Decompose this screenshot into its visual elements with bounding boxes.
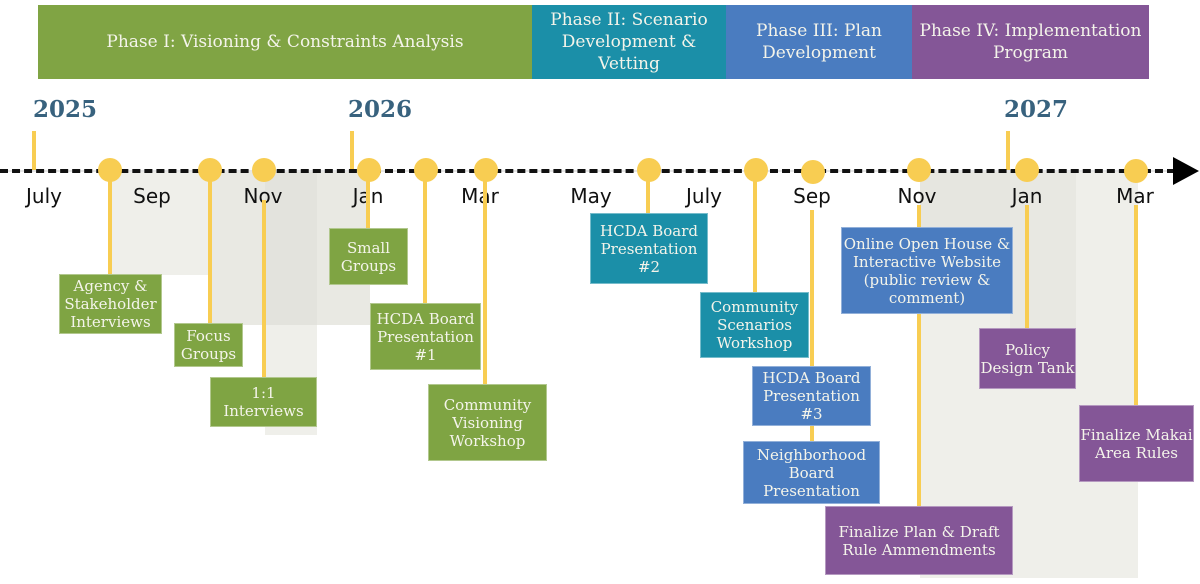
event-stem (810, 210, 814, 445)
event-stem (423, 170, 427, 305)
milestone-dot (414, 158, 438, 182)
event-stem (917, 205, 921, 510)
timeline-axis (0, 169, 1175, 173)
phase-4-label: Phase IV: Implementation Program (919, 21, 1142, 63)
event-stem (208, 170, 212, 325)
event-stem (1025, 205, 1029, 330)
month-label: Nov (897, 184, 937, 208)
event-hcda-board-presentation-2: HCDA Board Presentation #2 (590, 213, 708, 284)
event-finalize-plan-draft-rules: Finalize Plan & Draft Rule Ammendments (825, 506, 1013, 575)
event-community-visioning-workshop: Community Visioning Workshop (428, 384, 547, 461)
milestone-dot (252, 158, 276, 182)
phase-2-label: Phase II: Scenario Development & Vetting (550, 10, 708, 74)
month-label: Jan (1011, 184, 1043, 208)
milestone-dot (198, 158, 222, 182)
phase-4-bar: Phase IV: Implementation Program (912, 5, 1149, 79)
month-label: Mar (1116, 184, 1154, 208)
year-label-2025: 2025 (33, 96, 98, 123)
event-small-groups: Small Groups (329, 228, 408, 285)
event-stem (483, 170, 487, 385)
phase-3-label: Phase III: Plan Development (756, 21, 882, 63)
milestone-dot (744, 158, 768, 182)
phase-3-bar: Phase III: Plan Development (726, 5, 912, 79)
year-tick-2027 (1006, 131, 1010, 171)
month-label: Sep (793, 184, 831, 208)
event-finalize-makai-area-rules: Finalize Makai Area Rules (1079, 405, 1194, 482)
event-community-scenarios-workshop: Community Scenarios Workshop (700, 292, 809, 358)
year-tick-2026 (350, 131, 354, 171)
event-stem (1134, 205, 1138, 410)
event-neighborhood-board-presentation: Neighborhood Board Presentation (743, 441, 880, 504)
arrow-right-icon (1173, 157, 1199, 185)
milestone-dot (801, 160, 825, 184)
month-label: July (686, 184, 722, 208)
month-label: July (26, 184, 62, 208)
month-label: Mar (461, 184, 499, 208)
event-stem (753, 170, 757, 295)
month-label: Sep (133, 184, 171, 208)
shade-region-overlap (265, 170, 317, 325)
event-online-open-house: Online Open House & Interactive Website … (841, 227, 1013, 314)
event-agency-stakeholder-interviews: Agency & Stakeholder Interviews (59, 274, 162, 334)
year-tick-2025 (32, 131, 36, 171)
shade-region-policy-2 (1010, 170, 1076, 330)
event-stem (108, 170, 112, 275)
milestone-dot (637, 158, 661, 182)
milestone-dot (357, 158, 381, 182)
event-stem (262, 200, 266, 380)
year-label-2026: 2026 (348, 96, 413, 123)
milestone-dot (907, 158, 931, 182)
month-label: May (570, 184, 612, 208)
milestone-dot (1015, 158, 1039, 182)
year-label-2027: 2027 (1004, 96, 1069, 123)
event-focus-groups: Focus Groups (174, 323, 243, 367)
phase-1-bar: Phase I: Visioning & Constraints Analysi… (38, 5, 532, 79)
event-stem (646, 170, 650, 215)
milestone-dot (474, 158, 498, 182)
phase-1-label: Phase I: Visioning & Constraints Analysi… (106, 32, 464, 52)
event-hcda-board-presentation-3: HCDA Board Presentation #3 (752, 366, 871, 426)
event-one-on-one-interviews: 1:1 Interviews (210, 377, 317, 427)
event-stem (366, 170, 370, 230)
event-policy-design-tank: Policy Design Tank (979, 328, 1076, 389)
milestone-dot (1124, 159, 1148, 183)
event-hcda-board-presentation-1: HCDA Board Presentation #1 (370, 303, 481, 370)
phase-2-bar: Phase II: Scenario Development & Vetting (532, 5, 726, 79)
milestone-dot (98, 158, 122, 182)
